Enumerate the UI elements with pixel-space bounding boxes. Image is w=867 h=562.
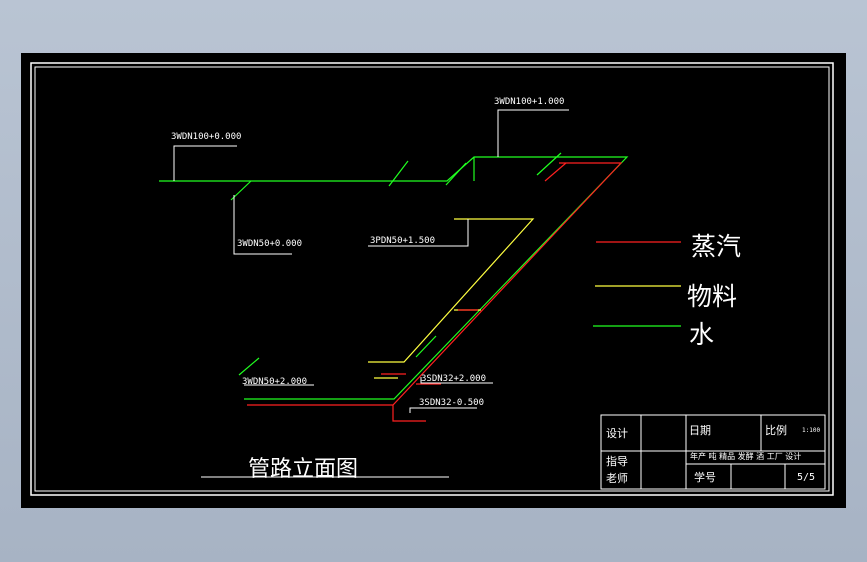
tb-student-no: 学号 (694, 470, 716, 484)
steam-main-pipe (247, 162, 623, 406)
leader-w2 (173, 145, 237, 181)
tb-project: 年产 吨 精品 发酵 酒 工厂 设计 (690, 451, 801, 461)
legend-material-label: 物料 (687, 282, 737, 311)
tb-scale-label: 比例 (765, 423, 787, 437)
steam-drop-pipe (392, 405, 426, 422)
tb-scale-value: 1:100 (802, 427, 820, 434)
legend: 蒸汽 物料 水 (593, 232, 741, 349)
steam-pipes (247, 162, 623, 422)
water-main-pipe (159, 156, 629, 400)
inner-frame (34, 66, 830, 492)
water-hatch-3 (445, 162, 467, 186)
water-hatch-6 (415, 335, 437, 358)
label-s1: 3SDN32+2.000 (421, 374, 486, 384)
pipe-elevation-drawing: 3WDN100+1.000 3WDN100+0.000 3WDN50+0.000… (30, 62, 834, 496)
water-hatch-4 (536, 152, 562, 176)
steam-branch-cap (544, 162, 567, 182)
leader-p1 (368, 219, 469, 247)
leader-w3 (233, 195, 292, 255)
label-s2: 3SDN32-0.500 (419, 398, 484, 408)
leader-lines (173, 109, 569, 413)
label-w4: 3WDN50+2.000 (242, 377, 307, 387)
leader-s2 (409, 407, 477, 413)
label-w3: 3WDN50+0.000 (237, 239, 302, 249)
tb-date: 日期 (689, 424, 711, 437)
drawing-title: 管路立面图 (248, 457, 358, 482)
tb-advisor-line2: 老师 (606, 472, 628, 485)
leader-s1 (420, 377, 493, 384)
leader-w1 (497, 109, 569, 157)
water-hatch-5 (238, 357, 260, 376)
water-hatch-1 (388, 160, 409, 187)
legend-steam-label: 蒸汽 (691, 232, 741, 261)
label-w1: 3WDN100+1.000 (494, 97, 564, 107)
drawing-sheet: 3WDN100+1.000 3WDN100+0.000 3WDN50+0.000… (21, 53, 846, 508)
title-block (600, 414, 826, 490)
tb-design: 设计 (606, 427, 628, 440)
label-w2: 3WDN100+0.000 (171, 132, 241, 142)
label-p1: 3PDN50+1.500 (370, 236, 435, 246)
tb-advisor-line1: 指导 (606, 454, 628, 468)
tb-sheet: 5/5 (797, 472, 815, 483)
legend-water-label: 水 (689, 320, 714, 349)
material-main-pipe (368, 218, 535, 363)
outer-frame (30, 62, 834, 496)
